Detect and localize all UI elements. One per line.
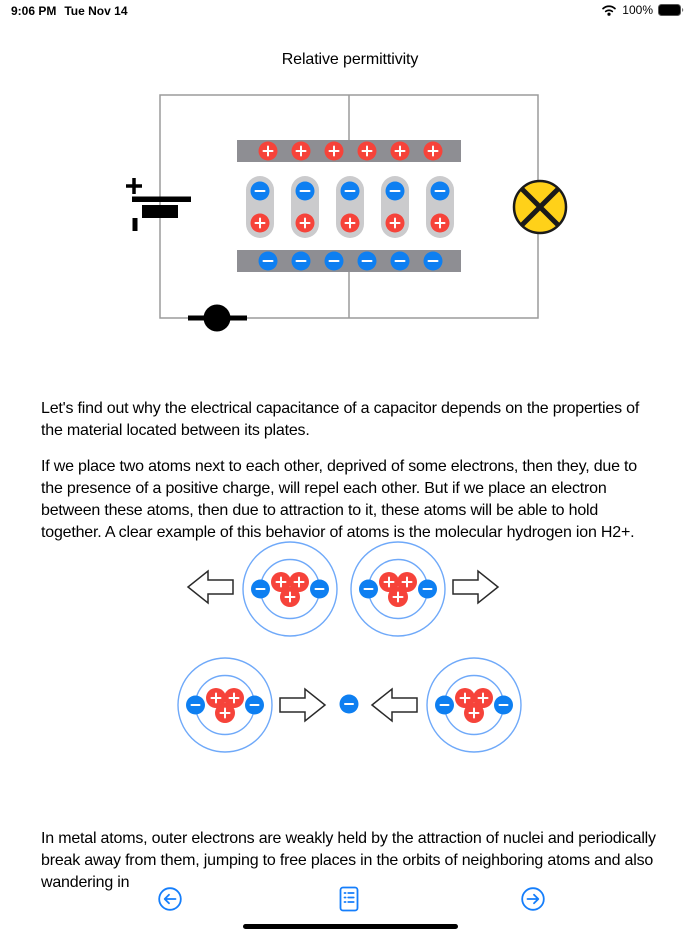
lamp-icon	[512, 179, 568, 235]
arrow-left-icon	[187, 570, 234, 604]
battery-plus-sign	[126, 178, 142, 194]
battery-icon	[658, 4, 684, 16]
contents-list-icon	[339, 886, 359, 912]
arrow-left-icon	[371, 688, 418, 722]
free-electron	[338, 693, 360, 715]
arrow-right-icon	[279, 688, 326, 722]
status-date: Tue Nov 14	[64, 4, 128, 18]
status-bar: 9:06 PM Tue Nov 14 100%	[0, 0, 700, 22]
battery-symbol	[126, 178, 191, 231]
back-button[interactable]	[155, 884, 185, 914]
atoms-figure	[0, 530, 700, 780]
hydrogen-ion-atom	[427, 658, 521, 752]
switch-icon	[188, 304, 247, 332]
back-arrow-icon	[158, 887, 182, 911]
status-left: 9:06 PM Tue Nov 14	[11, 4, 128, 18]
forward-arrow-icon	[521, 887, 545, 911]
wifi-icon	[602, 5, 617, 16]
paragraph-metal-atoms: In metal atoms, outer electrons are weak…	[41, 830, 656, 891]
status-right: 100%	[601, 3, 684, 17]
hydrogen-ion-atom	[243, 542, 337, 636]
repelling-atoms-row	[187, 542, 499, 636]
dielectric-molecules	[246, 176, 454, 238]
page-title: Relative permittivity	[281, 51, 419, 68]
paragraph-capacitance: Let's find out why the electrical capaci…	[41, 400, 640, 439]
attracting-atoms-row	[178, 658, 521, 752]
arrow-right-icon	[452, 570, 499, 604]
home-indicator[interactable]	[243, 924, 458, 929]
paragraph-hydrogen-ion: If we place two atoms next to each other…	[41, 458, 637, 541]
contents-button[interactable]	[334, 884, 364, 914]
hydrogen-ion-atom	[351, 542, 445, 636]
battery-minus-sign	[132, 218, 138, 231]
battery-percent-label: 100%	[622, 3, 653, 17]
hydrogen-ion-atom	[178, 658, 272, 752]
status-time: 9:06 PM	[11, 4, 57, 18]
forward-button[interactable]	[518, 884, 548, 914]
capacitor-circuit-figure	[126, 94, 568, 332]
